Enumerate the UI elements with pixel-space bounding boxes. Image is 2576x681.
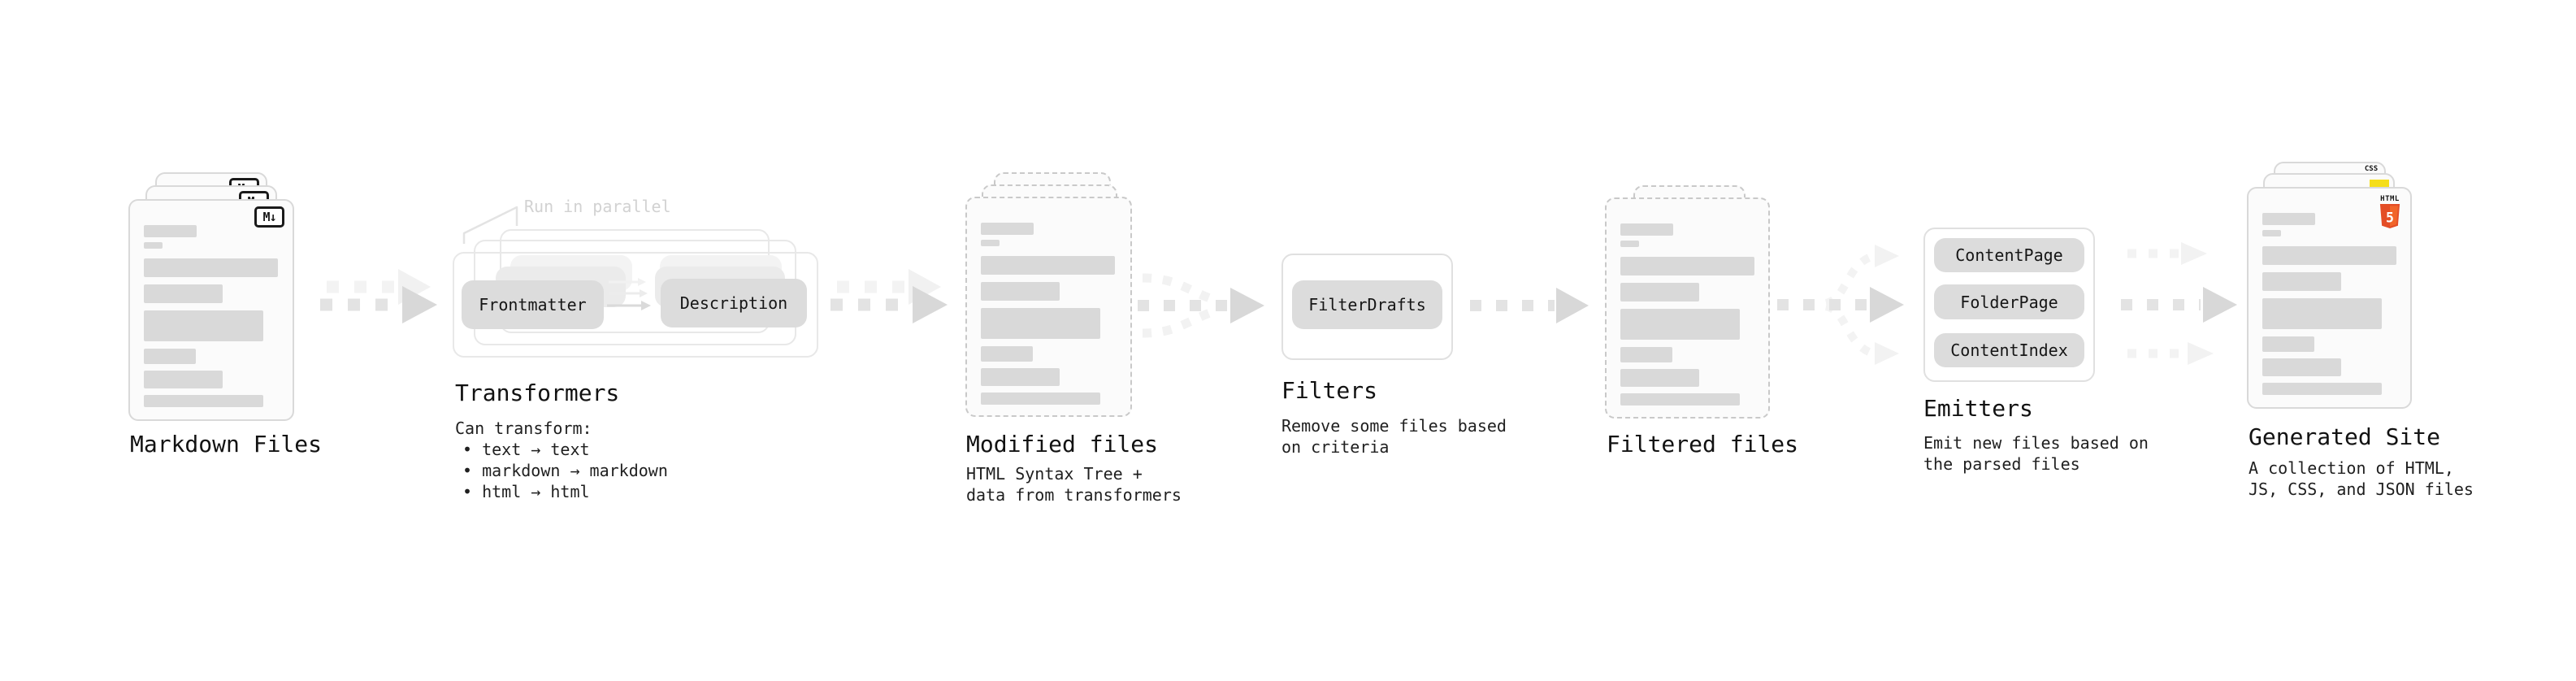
- stage-desc-transformers: Can transform: • text → text • markdown …: [455, 419, 668, 501]
- stage-markdown-files: M↓ M↓ M↓ Markdown Files: [128, 172, 372, 481]
- emitter-pill-contentpage: ContentPage: [1934, 238, 2084, 272]
- stage-title-filters: Filters: [1281, 377, 1378, 404]
- modified-file-card-front: [965, 197, 1132, 417]
- stage-filters: FilterDrafts Filters Remove some files b…: [1281, 254, 1525, 465]
- stage-transformers: Run in parallel Frontmatter Description …: [453, 193, 835, 518]
- arrow-filters-to-filtered: [1470, 288, 1589, 323]
- emitter-pill-contentindex: ContentIndex: [1934, 333, 2084, 367]
- generated-file-card-html: HTML 5: [2247, 187, 2412, 409]
- file-skeleton-content: [2249, 189, 2410, 395]
- stage-title-modified-files: Modified files: [966, 431, 1159, 458]
- markdown-icon: M↓: [254, 206, 284, 228]
- emitter-pill-folderpage: FolderPage: [1934, 284, 2084, 319]
- stage-desc-filters: Remove some files based on criteria: [1281, 416, 1507, 457]
- arrow-modified-to-filters: [1138, 273, 1264, 338]
- arrow-filtered-to-emitters: [1777, 245, 1904, 365]
- filter-pill-filterdrafts: FilterDrafts: [1292, 280, 1442, 329]
- transformer-box-front: [453, 252, 818, 358]
- stage-modified-files: Modified files HTML Syntax Tree + data f…: [965, 172, 1209, 522]
- arrow-transformers-to-modified: [830, 269, 948, 323]
- transformer-pill-description: Description: [661, 279, 807, 327]
- transformer-pill-frontmatter: Frontmatter: [462, 280, 604, 329]
- parallel-arrows-icon: [607, 278, 651, 310]
- emitters-box: [1923, 228, 2095, 382]
- stage-desc-modified-files: HTML Syntax Tree + data from transformer…: [966, 464, 1182, 505]
- filtered-file-card-front: [1605, 197, 1770, 419]
- stage-filtered-files: Filtered files: [1605, 185, 1849, 478]
- stage-emitters: ContentPage FolderPage ContentIndex Emit…: [1923, 228, 2167, 488]
- arrow-emitters-to-generated: [2121, 242, 2237, 365]
- stage-title-markdown-files: Markdown Files: [130, 431, 323, 458]
- stage-title-filtered-files: Filtered files: [1607, 431, 1799, 458]
- run-in-parallel-label: Run in parallel: [524, 197, 671, 216]
- file-skeleton-content: [967, 198, 1130, 405]
- arrow-markdown-to-transformers: [320, 269, 437, 323]
- stage-desc-generated-site: A collection of HTML, JS, CSS, and JSON …: [2249, 458, 2474, 499]
- stage-generated-site: CSS HTML 5: [2247, 162, 2515, 511]
- html5-icon: HTML 5: [2379, 195, 2401, 232]
- stage-title-generated-site: Generated Site: [2249, 423, 2441, 450]
- file-skeleton-content: [130, 201, 293, 407]
- annotation-connector-line: [462, 206, 518, 244]
- markdown-file-card-front: M↓: [128, 199, 294, 421]
- stage-desc-emitters: Emit new files based on the parsed files: [1923, 433, 2149, 474]
- stage-title-emitters: Emitters: [1923, 395, 2033, 422]
- stage-title-transformers: Transformers: [455, 380, 620, 406]
- filters-box: [1281, 254, 1453, 360]
- svg-text:5: 5: [2386, 210, 2394, 225]
- file-skeleton-content: [1607, 199, 1768, 406]
